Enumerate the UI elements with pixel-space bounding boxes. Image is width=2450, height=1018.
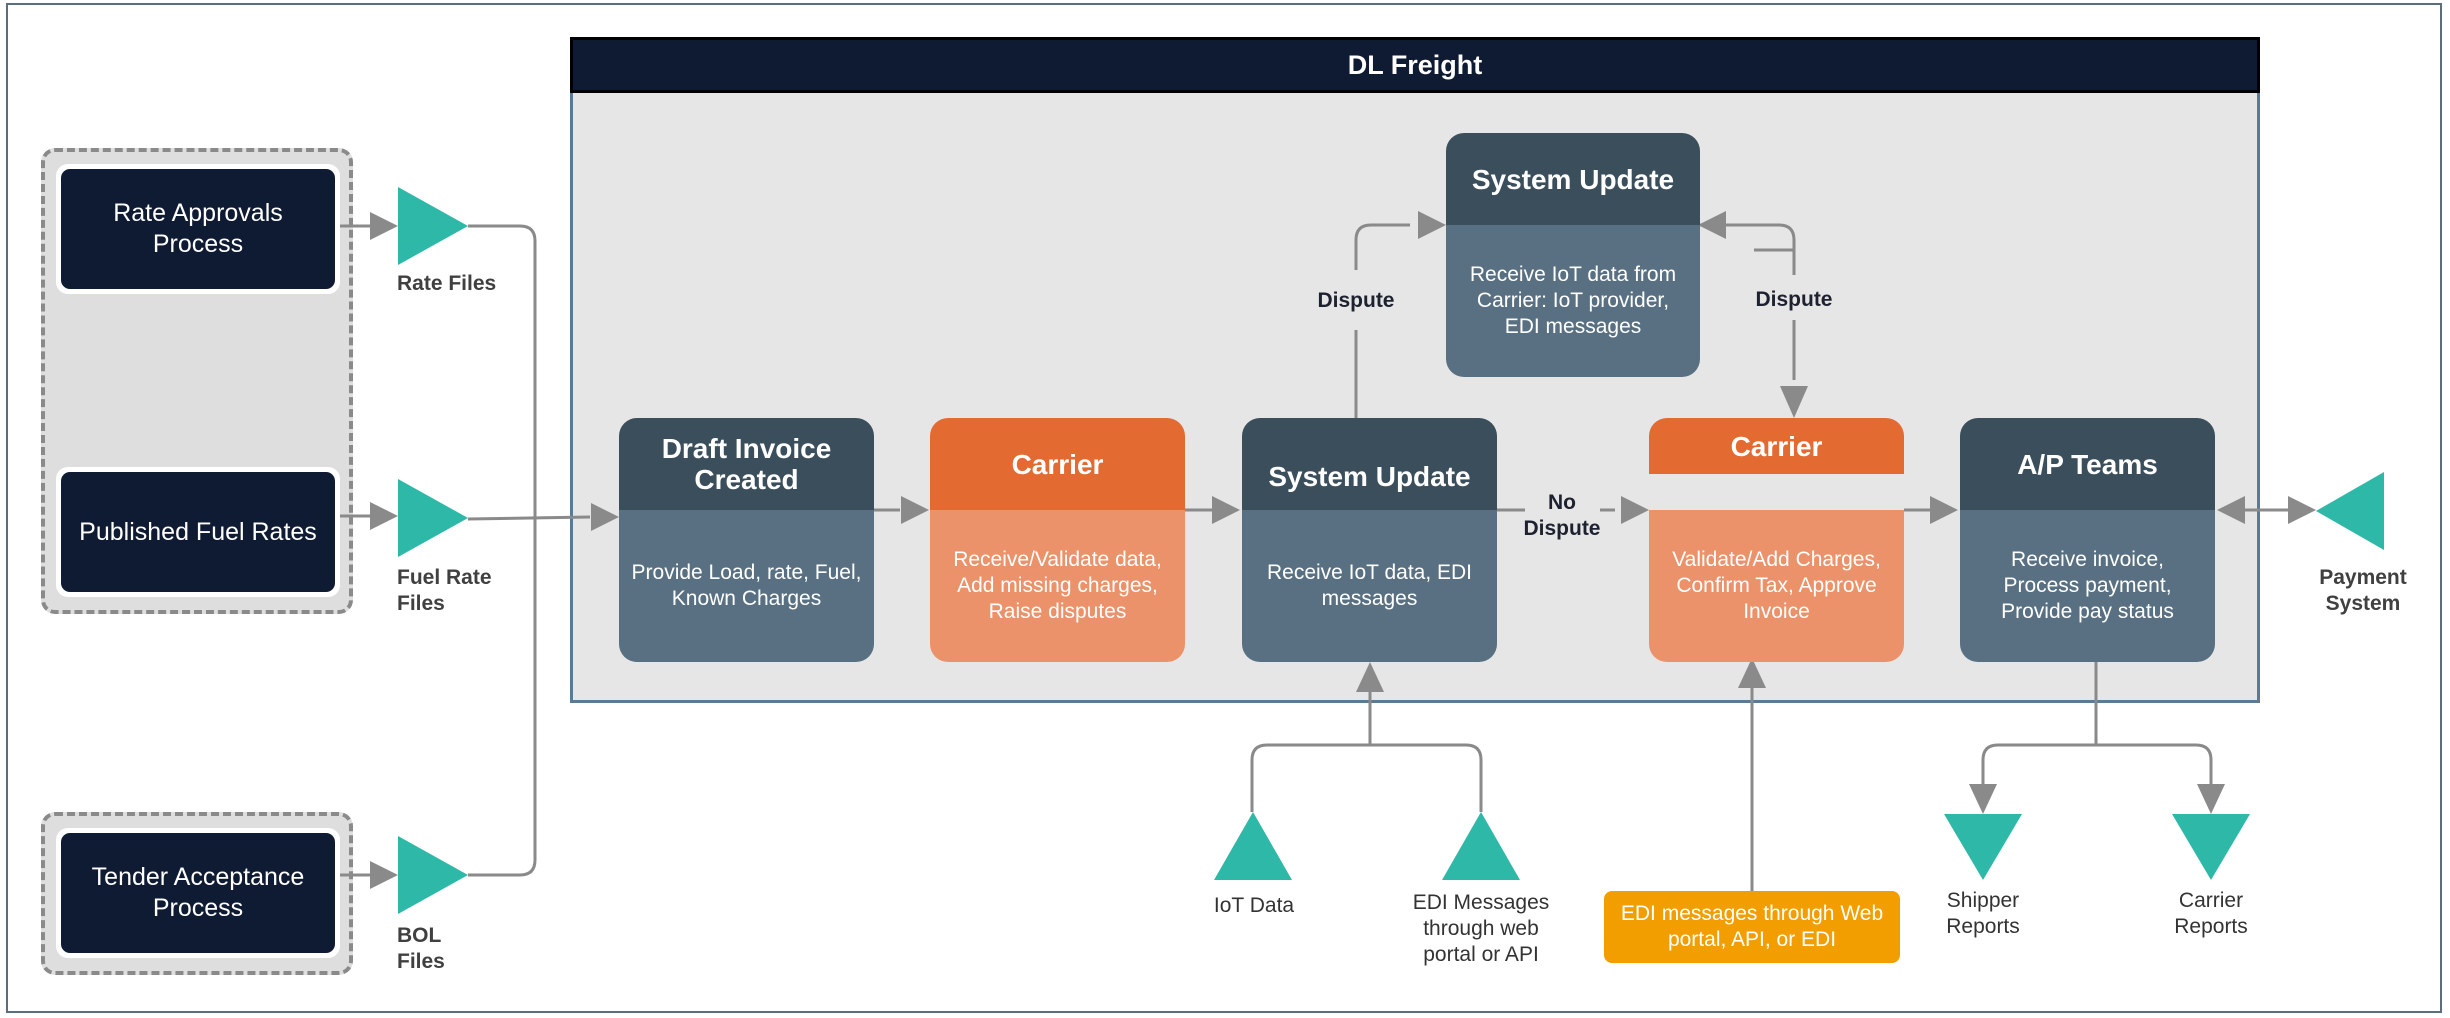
dispute-right-label: Dispute bbox=[1755, 288, 1833, 311]
rate-files-triangle-icon bbox=[398, 187, 468, 265]
draft-invoice-title: Draft Invoice Created bbox=[619, 418, 874, 510]
system-update-top-body: Receive IoT data from Carrier: IoT provi… bbox=[1446, 225, 1700, 377]
carrier-approve-title: Carrier bbox=[1649, 418, 1904, 474]
carrier-reports-label: Carrier Reports bbox=[2174, 889, 2248, 938]
dispute-left-label: Dispute bbox=[1317, 289, 1395, 312]
ap-teams-title: A/P Teams bbox=[1960, 418, 2215, 510]
tender-acceptance-box: Tender Acceptance Process bbox=[56, 828, 340, 958]
published-fuel-label: Published Fuel Rates bbox=[61, 472, 335, 592]
ap-teams-card: A/P Teams Receive invoice, Process payme… bbox=[1960, 418, 2215, 662]
system-update-top-card: System Update Receive IoT data from Carr… bbox=[1446, 133, 1700, 377]
edi-messages-triangle-icon bbox=[1442, 812, 1520, 880]
rate-files-label: Rate Files bbox=[397, 272, 497, 295]
shipper-reports-triangle-icon bbox=[1944, 814, 2022, 880]
outer-frame bbox=[6, 3, 2442, 1013]
payment-system-triangle-icon bbox=[2316, 472, 2384, 550]
fuel-rate-files-triangle-icon bbox=[398, 479, 468, 557]
system-update-main-title: System Update bbox=[1242, 418, 1497, 510]
carrier-validate-title: Carrier bbox=[930, 418, 1185, 510]
edi-messages-label: EDI Messages through web portal or API bbox=[1412, 891, 1550, 966]
shipper-reports-label: Shipper Reports bbox=[1946, 889, 2020, 938]
carrier-reports-triangle-icon bbox=[2172, 814, 2250, 880]
iot-data-label: IoT Data bbox=[1213, 894, 1295, 917]
draft-invoice-card: Draft Invoice Created Provide Load, rate… bbox=[619, 418, 874, 662]
bol-files-triangle-icon bbox=[398, 836, 468, 914]
carrier-approve-body: Validate/Add Charges, Confirm Tax, Appro… bbox=[1649, 510, 1904, 662]
draft-invoice-body: Provide Load, rate, Fuel, Known Charges bbox=[619, 510, 874, 662]
tender-acceptance-label: Tender Acceptance Process bbox=[61, 833, 335, 953]
carrier-approve-card: Carrier Validate/Add Charges, Confirm Ta… bbox=[1649, 418, 1904, 662]
panel-title: DL Freight bbox=[570, 37, 2260, 93]
iot-data-triangle-icon bbox=[1214, 812, 1292, 880]
system-update-top-title: System Update bbox=[1446, 133, 1700, 225]
edi-channel-box: EDI messages through Web portal, API, or… bbox=[1604, 891, 1900, 963]
carrier-validate-body: Receive/Validate data, Add missing charg… bbox=[930, 510, 1185, 662]
bol-files-label: BOL Files bbox=[397, 924, 445, 973]
published-fuel-box: Published Fuel Rates bbox=[56, 467, 340, 597]
payment-system-label: Payment System bbox=[2319, 566, 2407, 615]
rate-approvals-label: Rate Approvals Process bbox=[61, 169, 335, 289]
fuel-rate-files-label: Fuel Rate Files bbox=[397, 566, 492, 615]
system-update-main-body: Receive IoT data, EDI messages bbox=[1242, 510, 1497, 662]
carrier-validate-card: Carrier Receive/Validate data, Add missi… bbox=[930, 418, 1185, 662]
system-update-main-card: System Update Receive IoT data, EDI mess… bbox=[1242, 418, 1497, 662]
ap-teams-body: Receive invoice, Process payment, Provid… bbox=[1960, 510, 2215, 662]
no-dispute-label: No Dispute bbox=[1523, 491, 1601, 540]
rate-approvals-box: Rate Approvals Process bbox=[56, 164, 340, 294]
